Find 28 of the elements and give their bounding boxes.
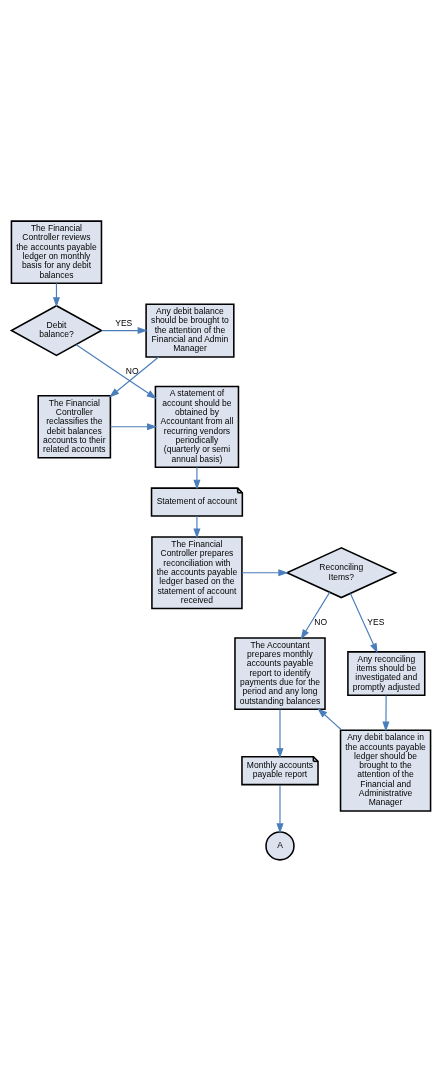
- node-diamond: Reconciling Items?: [285, 546, 398, 598]
- arrow: [193, 515, 201, 539]
- edge-label: NO: [314, 616, 328, 627]
- node-box: A statement of account should be obtained by Accountant from all recurring vendors periodically (quarterly or semi annual basis): [154, 385, 240, 468]
- node-box: The Financial Controller reviews the accounts payable ledger on monthly basis for any debit balances: [10, 219, 103, 284]
- edge-label: YES: [115, 317, 133, 328]
- arrow: [276, 783, 284, 833]
- arrow: [276, 708, 284, 758]
- arrow: [193, 466, 201, 490]
- node-box: Any debit balance in the accounts payable ledger should be brought to the attention of the Financial and Administrative Manager: [339, 729, 432, 812]
- arrow: [349, 592, 378, 653]
- node-diamond: Debit balance?: [9, 304, 104, 356]
- arrow: [300, 591, 331, 639]
- arrow: [241, 568, 289, 576]
- node-box: Any debit balance should be brought to the attention of the Financial and Admin Manager: [145, 302, 235, 358]
- edge-label: YES: [367, 616, 385, 627]
- node-box: The Financial Controller prepares reconciliation with the accounts payable ledger based on the statement of account received: [151, 535, 243, 609]
- arrow: [109, 355, 160, 397]
- node-circle: A: [265, 830, 295, 861]
- edge-label: NO: [125, 365, 139, 376]
- arrow: [109, 422, 158, 430]
- node-box: Any reconciling items should be investigated and promptly adjusted: [347, 650, 426, 696]
- arrow: [75, 343, 157, 399]
- arrow: [101, 326, 148, 334]
- node-box: The Financial Controller reclassifies the debit balances accounts to their related accounts: [37, 394, 112, 459]
- arrow: [382, 694, 390, 732]
- node-box: The Accountant prepares monthly accounts payable report to identify payments due for the period and any long outstanding balances: [234, 636, 326, 710]
- arrow: [317, 707, 343, 731]
